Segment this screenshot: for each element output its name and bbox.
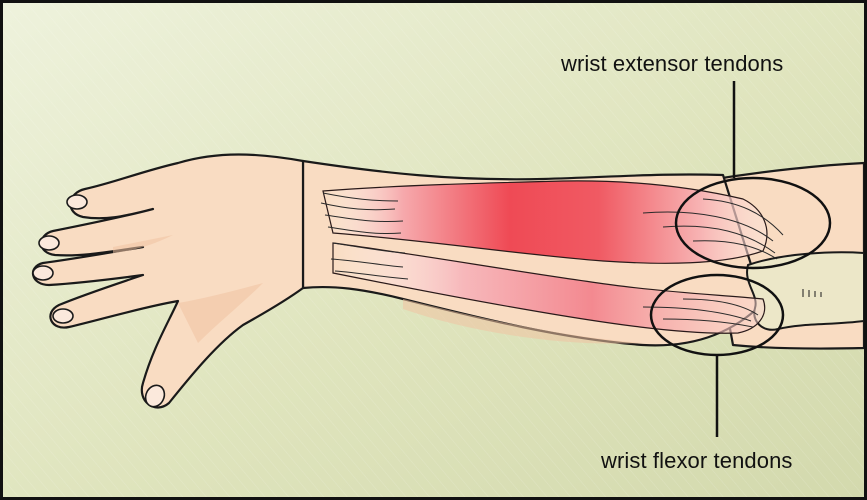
elbow-bone (747, 252, 864, 329)
wrist-flexor-tendons-label: wrist flexor tendons (601, 448, 793, 474)
nail-3 (33, 266, 53, 280)
nail-4 (53, 309, 73, 323)
wrist-extensor-tendons-label: wrist extensor tendons (561, 51, 783, 77)
forearm-illustration-svg (3, 3, 864, 497)
nail-1 (67, 195, 87, 209)
nail-2 (39, 236, 59, 250)
